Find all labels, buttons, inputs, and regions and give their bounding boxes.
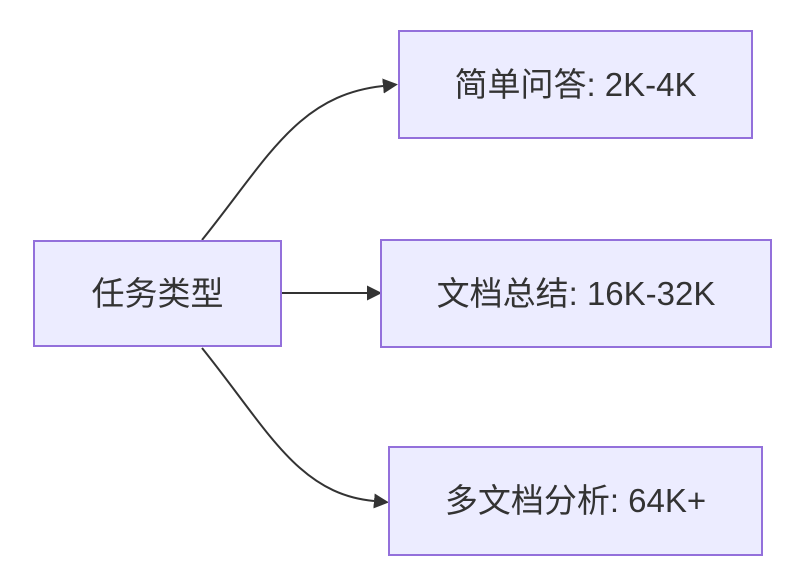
node-simple-qa: 简单问答: 2K-4K bbox=[398, 30, 753, 139]
node-multidoc-analysis-label: 多文档分析: 64K+ bbox=[444, 482, 707, 520]
node-task-type: 任务类型 bbox=[33, 240, 282, 347]
node-multidoc-analysis: 多文档分析: 64K+ bbox=[388, 446, 763, 556]
edge-root-to-simple-qa bbox=[201, 78, 398, 241]
node-doc-summary-label: 文档总结: 16K-32K bbox=[436, 274, 716, 312]
node-simple-qa-label: 简单问答: 2K-4K bbox=[454, 65, 697, 103]
node-task-type-label: 任务类型 bbox=[91, 274, 224, 312]
edge-root-to-multidoc-analysis bbox=[201, 347, 389, 509]
node-doc-summary: 文档总结: 16K-32K bbox=[380, 239, 772, 348]
